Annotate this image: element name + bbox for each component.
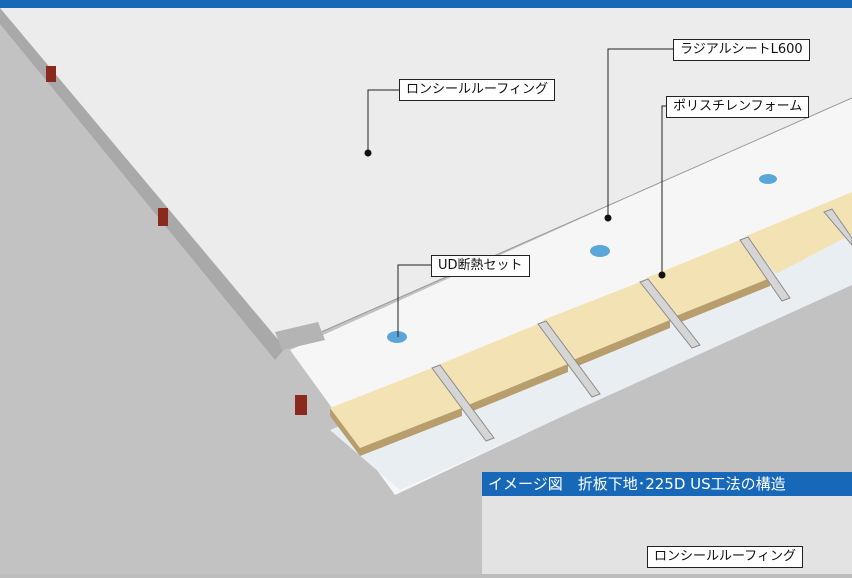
bracket bbox=[158, 208, 168, 226]
fastener bbox=[590, 245, 610, 257]
leader-dot bbox=[364, 149, 372, 157]
foam-board-edges bbox=[330, 278, 770, 456]
roofing-sheet bbox=[0, 8, 852, 348]
label-ud-set: UD断熱セット bbox=[431, 255, 530, 277]
leader-lines bbox=[367, 48, 673, 337]
corner-plate bbox=[275, 322, 325, 350]
label-roofing: ロンシールルーフィング bbox=[399, 79, 555, 101]
leader-dots bbox=[364, 149, 666, 279]
label-polystyrene-foam: ポリスチレンフォーム bbox=[666, 96, 810, 118]
inset-label-roofing: ロンシールルーフィング bbox=[647, 546, 803, 568]
top-banner-strip bbox=[0, 0, 852, 8]
bracket bbox=[46, 66, 56, 82]
brackets bbox=[46, 66, 307, 415]
roofing-sheet-seam bbox=[284, 97, 852, 349]
label-radial-sheet: ラジアルシートL600 bbox=[673, 39, 810, 61]
bracket bbox=[295, 395, 307, 415]
fastener bbox=[387, 331, 407, 343]
fasteners bbox=[387, 174, 777, 343]
fastener bbox=[759, 174, 777, 184]
leader-dot bbox=[658, 271, 666, 279]
leader-dot bbox=[604, 214, 612, 222]
joint-channels bbox=[431, 208, 852, 442]
inset-title: イメージ図 折板下地･225D US工法の構造 bbox=[482, 472, 852, 496]
roofing-sheet-edge bbox=[0, 8, 285, 360]
